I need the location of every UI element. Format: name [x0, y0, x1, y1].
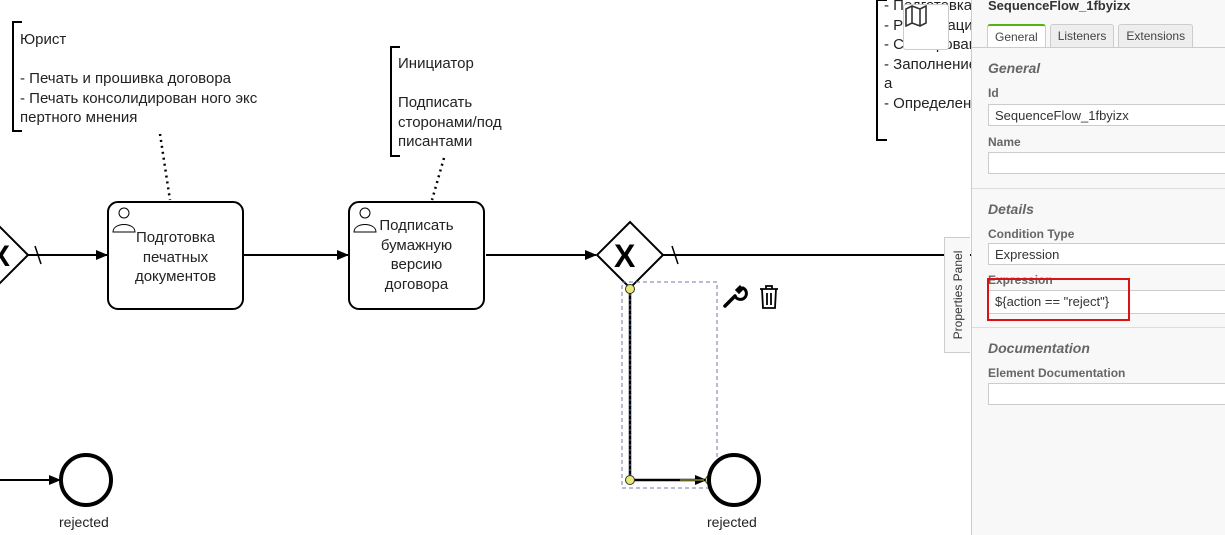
element-documentation-label: Element Documentation	[988, 366, 1126, 380]
svg-text:X: X	[0, 240, 10, 273]
divider	[972, 327, 1225, 328]
group-general-heading: General	[988, 60, 1041, 76]
properties-panel: SequenceFlow_1fbyizx General Listeners E…	[971, 0, 1225, 535]
properties-panel-toggle[interactable]: Properties Panel	[944, 237, 970, 353]
condition-type-label: Condition Type	[988, 227, 1075, 241]
trash-icon[interactable]	[757, 284, 781, 310]
properties-panel-toggle-label: Properties Panel	[950, 250, 965, 340]
sequence-flow-reject[interactable]	[628, 289, 707, 485]
task-sign-paper[interactable]	[348, 201, 485, 310]
panel-tabs: General Listeners Extensions	[987, 24, 1197, 48]
annotation-right: - Подготовка - Регистрация - Сканировани…	[884, 0, 971, 112]
panel-title: SequenceFlow_1fbyizx	[988, 0, 1131, 13]
expression-label: Expression	[988, 273, 1053, 287]
tab-listeners[interactable]: Listeners	[1049, 24, 1115, 48]
user-icon	[112, 207, 377, 233]
bpmn-canvas[interactable]: X X	[0, 0, 971, 535]
condition-type-select[interactable]: Expression	[988, 243, 1225, 265]
annotation-bracket-right[interactable]	[876, 0, 887, 141]
divider	[972, 188, 1225, 189]
group-documentation-heading: Documentation	[988, 340, 1090, 356]
selection-outline	[621, 281, 718, 489]
association-initiator[interactable]	[430, 157, 446, 201]
annotation-bracket-lawyer[interactable]	[12, 21, 22, 132]
svg-text:X: X	[614, 238, 636, 274]
waypoint-handle[interactable]	[625, 284, 635, 294]
wrench-icon[interactable]	[721, 284, 749, 310]
name-field[interactable]	[988, 152, 1225, 174]
gateway-left[interactable]: X	[0, 222, 30, 288]
highlight-box	[987, 278, 1130, 321]
tab-general[interactable]: General	[987, 24, 1046, 48]
annotation-bracket-initiator[interactable]	[390, 46, 400, 157]
end-event-right-label: rejected	[707, 514, 757, 530]
name-label: Name	[988, 135, 1021, 149]
association-lawyer[interactable]	[158, 133, 172, 201]
element-documentation-field[interactable]	[988, 383, 1225, 405]
expression-field[interactable]: ${action == "reject"}	[988, 290, 1225, 314]
id-field[interactable]: SequenceFlow_1fbyizx	[988, 104, 1225, 126]
end-event-left-label: rejected	[59, 514, 109, 530]
end-event-left[interactable]	[59, 453, 113, 507]
task-label-sign-paper: Подписать бумажную версию договора	[379, 217, 454, 293]
minimap-toggle-button[interactable]	[903, 4, 949, 50]
gateway-exclusive[interactable]: X	[595, 220, 665, 290]
tab-extensions[interactable]: Extensions	[1118, 24, 1194, 48]
task-label-prepare-docs: Подготовка печатных документов	[134, 229, 217, 285]
diagram-svg: X X	[0, 0, 971, 507]
annotation-lawyer: Юрист - Печать и прошивка договора - Печ…	[20, 31, 258, 126]
tab-divider	[972, 47, 1225, 48]
end-event-right[interactable]	[707, 453, 761, 507]
annotation-initiator: Инициатор Подписать сторонами/под писант…	[398, 55, 502, 150]
group-details-heading: Details	[988, 201, 1034, 217]
waypoint-handle[interactable]	[625, 475, 635, 485]
id-label: Id	[988, 86, 999, 100]
map-icon	[905, 5, 927, 27]
task-prepare-docs[interactable]	[107, 201, 244, 310]
